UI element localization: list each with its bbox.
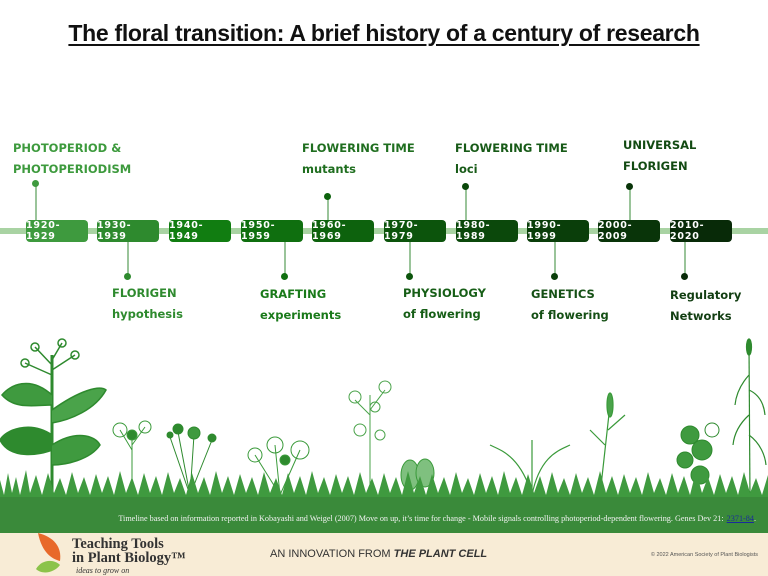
decade-1920s: 1920-1929 [26, 220, 88, 242]
dot-universal-florigen [626, 183, 633, 190]
event-florigen-hypothesis-line2: hypothesis [112, 307, 183, 321]
dot-regulatory [681, 273, 688, 280]
event-flowering-loci: FLOWERING TIME loci [455, 138, 568, 180]
innovation-text: AN INNOVATION FROM THE PLANT CELL [270, 548, 487, 560]
event-photoperiod-line2: PHOTOPERIODISM [13, 162, 132, 176]
footer: Teaching Tools in Plant Biology™ ideas t… [0, 533, 768, 576]
decade-1980s: 1980-1989 [456, 220, 518, 242]
connector-genetics [554, 242, 556, 274]
event-regulatory-line1: Regulatory [670, 288, 742, 302]
dot-grafting [281, 273, 288, 280]
connector-grafting [284, 242, 286, 274]
logo-wordmark: Teaching Tools in Plant Biology™ [72, 536, 186, 566]
dot-physiology [406, 273, 413, 280]
event-flowering-mutants: FLOWERING TIME mutants [302, 138, 415, 180]
event-florigen-hypothesis: FLORIGEN hypothesis [112, 283, 183, 325]
connector-physiology [409, 242, 411, 274]
decade-2000s: 2000-2009 [598, 220, 660, 242]
dot-photoperiod [32, 180, 39, 187]
leaf-logo-icon [36, 533, 61, 573]
event-photoperiod: PHOTOPERIOD & PHOTOPERIODISM [13, 138, 131, 180]
maize-plant-icon [732, 338, 767, 501]
event-photoperiod-line1: PHOTOPERIOD & [13, 141, 122, 155]
connector-flowering-loci [465, 187, 467, 220]
event-universal-florigen: UNIVERSAL FLORIGEN [623, 135, 696, 177]
event-flowering-loci-line2: loci [455, 162, 478, 176]
dandelion-plant-icon [166, 423, 217, 496]
decade-1940s: 1940-1949 [169, 220, 231, 242]
plant-illustration [0, 338, 768, 507]
event-regulatory: Regulatory Networks [670, 285, 741, 327]
logo-tagline: ideas to grow on [76, 566, 130, 575]
decade-1990s: 1990-1999 [527, 220, 589, 242]
decade-1960s: 1960-1969 [312, 220, 374, 242]
event-physiology-line2: of flowering [403, 307, 481, 321]
event-regulatory-line2: Networks [670, 309, 732, 323]
citation-bar: Timeline based on information reported i… [0, 503, 768, 533]
event-grafting-line2: experiments [260, 308, 342, 322]
dot-flowering-loci [462, 183, 469, 190]
event-genetics: GENETICS of flowering [531, 284, 609, 326]
event-physiology: PHYSIOLOGY of flowering [403, 283, 486, 325]
citation-link[interactable]: 2371-84 [726, 513, 754, 523]
tomato-plant-icon [676, 422, 720, 485]
event-flowering-mutants-line1: FLOWERING TIME [302, 141, 415, 155]
event-universal-florigen-line2: FLORIGEN [623, 159, 688, 173]
copyright: © 2022 American Society of Plant Biologi… [650, 552, 758, 558]
connector-florigen-hypothesis [127, 242, 129, 274]
tobacco-plant-icon [0, 338, 107, 500]
event-grafting: GRAFTING experiments [260, 284, 341, 326]
citation-suffix: . [753, 513, 756, 523]
page-title: The floral transition: A brief history o… [68, 20, 700, 46]
event-flowering-loci-line1: FLOWERING TIME [455, 141, 568, 155]
innovation-prefix: AN INNOVATION FROM [270, 548, 394, 560]
logo-line1: Teaching Tools [72, 536, 164, 552]
wheat-plant-icon [489, 392, 626, 496]
event-universal-florigen-line1: UNIVERSAL [623, 138, 697, 152]
dot-genetics [551, 273, 558, 280]
citation-text: Timeline based on information reported i… [118, 513, 724, 523]
connector-photoperiod [35, 184, 37, 220]
event-physiology-line1: PHYSIOLOGY [403, 286, 486, 300]
decade-1970s: 1970-1979 [384, 220, 446, 242]
connector-flowering-mutants [327, 197, 329, 220]
arabidopsis-plant-icon [348, 380, 392, 495]
event-florigen-hypothesis-line1: FLORIGEN [112, 286, 177, 300]
event-genetics-line1: GENETICS [531, 287, 595, 301]
decade-1930s: 1930-1939 [97, 220, 159, 242]
decade-1950s: 1950-1959 [241, 220, 303, 242]
connector-regulatory [684, 242, 686, 274]
connector-universal-florigen [629, 187, 631, 220]
event-flowering-mutants-line2: mutants [302, 162, 356, 176]
innovation-brand: THE PLANT CELL [393, 548, 488, 560]
flower-plant-icon [112, 420, 152, 495]
dot-florigen-hypothesis [124, 273, 131, 280]
grass-icon [0, 470, 768, 507]
event-grafting-line1: GRAFTING [260, 287, 327, 301]
decade-2010s: 2010-2020 [670, 220, 732, 242]
event-genetics-line2: of flowering [531, 308, 609, 322]
dot-flowering-mutants [324, 193, 331, 200]
shrub-plant-icon [247, 436, 310, 496]
logo-line2: in Plant Biology™ [72, 550, 186, 566]
